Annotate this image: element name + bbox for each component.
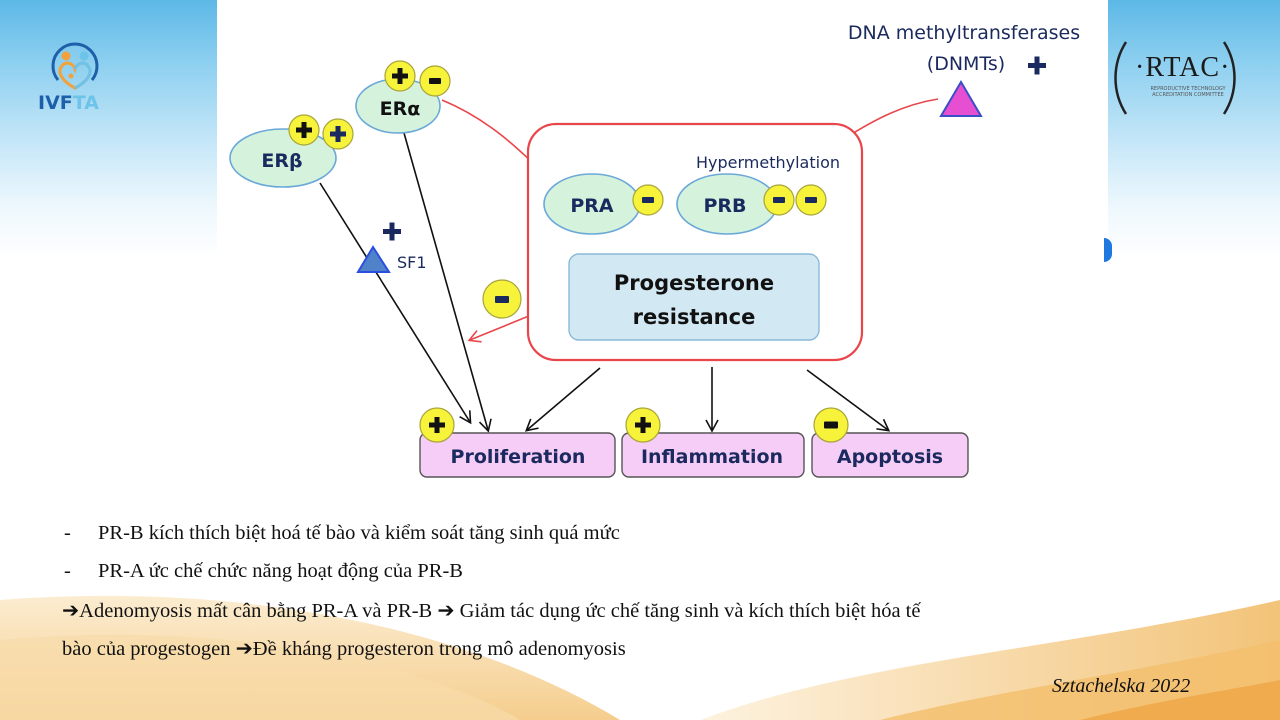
progesterone-resistance-label-line1: Progesterone (614, 271, 774, 295)
dnmt-sign-plus (1028, 56, 1046, 75)
ivfta-logo-icon (51, 42, 99, 90)
inflammation-sign-plus (625, 407, 661, 443)
er-beta-label: ERβ (261, 150, 302, 172)
dnmt-label-line2: (DNMTs) (927, 53, 1005, 75)
proliferation-sign-plus (419, 407, 455, 443)
proliferation-label: Proliferation (451, 446, 586, 468)
sf1-triangle-icon (356, 245, 391, 273)
dnmt-label-line1: DNA methyltransferases (848, 22, 1080, 44)
apoptosis-sign-minus (813, 407, 849, 443)
er-alpha-sign-minus (419, 65, 451, 97)
sf1-label: SF1 (397, 253, 427, 272)
rtac-subtitle-line2: ACCREDITATION COMMITTEE (1152, 92, 1224, 98)
proliferation-box (419, 432, 616, 478)
progesterone-resistance-diagram: Progesterone resistance Hypermethylation… (229, 22, 1080, 478)
conclusion-line-2: bào của progestogen ➔Đề kháng progestero… (62, 638, 626, 660)
pra-label: PRA (570, 195, 614, 217)
prb-sign-minus-1 (763, 184, 795, 216)
er-beta-sign-plus-2 (322, 118, 354, 150)
resistance-sign-minus (482, 279, 522, 319)
progesterone-resistance-box (568, 253, 820, 341)
bullet-text-1: PR-B kích thích biệt hoá tế bào và kiểm … (98, 522, 620, 544)
ivfta-text-part1: IVF (38, 92, 73, 114)
prb-sign-minus-2 (795, 184, 827, 216)
background-bottom-swoosh (0, 540, 1280, 720)
prb-label: PRB (703, 195, 746, 217)
pra-sign-minus (632, 184, 664, 216)
sf1-sign-plus (383, 222, 401, 241)
side-edge-marker (1104, 238, 1112, 262)
inflammation-box (621, 432, 805, 478)
er-alpha-sign-plus (384, 60, 416, 92)
arrow-eralpha-to-proliferation (403, 132, 492, 433)
conclusion-line-1: ➔Adenomyosis mất cân bằng PR-A và PR-B ➔… (62, 600, 921, 622)
inflammation-label: Inflammation (641, 446, 783, 468)
arrow-resistance-to-apoptosis (806, 369, 891, 432)
apoptosis-box (811, 432, 969, 478)
dnmt-triangle-icon (939, 80, 983, 117)
rtac-subtitle-line1: REPRODUCTIVE TECHNOLOGY (1150, 86, 1226, 92)
er-alpha-label: ERα (380, 98, 421, 120)
rtac-logo-subtitle: REPRODUCTIVE TECHNOLOGY ACCREDITATION CO… (1138, 86, 1238, 98)
bullet-dash-1: - (64, 522, 71, 544)
rtac-logo-text: ·RTAC· (1135, 52, 1231, 83)
citation: Sztachelska 2022 (1052, 675, 1191, 697)
rtac-logo-icon (1114, 41, 1236, 115)
ivfta-text-part2: TA (72, 92, 99, 114)
er-beta-sign-plus-1 (288, 114, 320, 146)
apoptosis-label: Apoptosis (837, 446, 943, 468)
bullet-text-2: PR-A ức chế chức năng hoạt động của PR-B (98, 560, 463, 582)
hypermethylation-label: Hypermethylation (696, 153, 840, 172)
bullet-dash-2: - (64, 560, 71, 582)
ivfta-logo-text: IVFTA (38, 92, 99, 114)
progesterone-resistance-label-line2: resistance (633, 305, 756, 329)
arrow-erbeta-to-proliferation (319, 182, 472, 425)
arrow-resistance-to-proliferation (524, 367, 601, 432)
